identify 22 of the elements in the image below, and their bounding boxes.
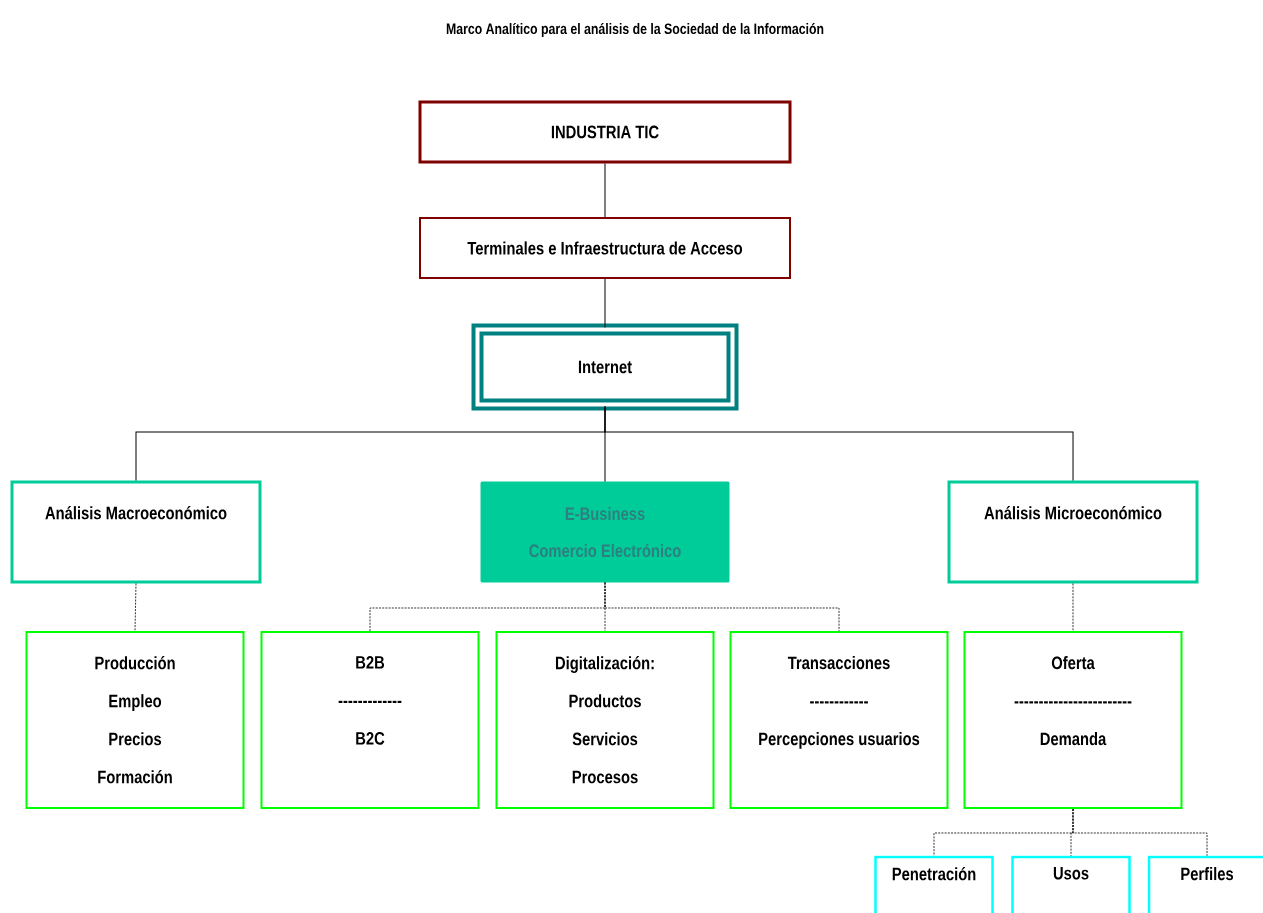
- connector-line: [1072, 583, 1074, 632]
- connector-line: [604, 582, 840, 632]
- topic-box: B2B ------------- B2C: [260, 631, 480, 809]
- process-box: Terminales e Infraestructura de Acceso: [419, 217, 791, 279]
- connector-line: [604, 406, 1074, 481]
- heading-box: INDUSTRIA TIC: [418, 100, 792, 164]
- topic-box: Producción Empleo Precios Formación: [25, 631, 245, 809]
- subtopic-box: Perfiles: [1147, 855, 1263, 913]
- topic-box: Transacciones ------------ Percepciones usuarios: [729, 631, 949, 809]
- category-box: Análisis Microeconómico: [947, 480, 1199, 584]
- connector-line: [604, 278, 606, 328]
- subtopic-box: Usos: [1011, 855, 1131, 913]
- connector-line: [1072, 808, 1208, 857]
- subtopic-box: Penetración: [874, 855, 994, 913]
- double-border-box: Internet: [471, 323, 739, 411]
- category-box: Análisis Macroeconómico: [10, 480, 262, 584]
- topic-box: Oferta ------------------------ Demanda: [963, 631, 1183, 809]
- connector-line: [604, 163, 606, 218]
- topic-box: Digitalización: Productos Servicios Procesos: [495, 631, 715, 809]
- title: Marco Analítico para el análisis de la Sociedad de la Información: [446, 22, 824, 38]
- highlighted-box: E-Business Comercio Electrónico: [480, 481, 730, 583]
- connector-line: [134, 583, 137, 632]
